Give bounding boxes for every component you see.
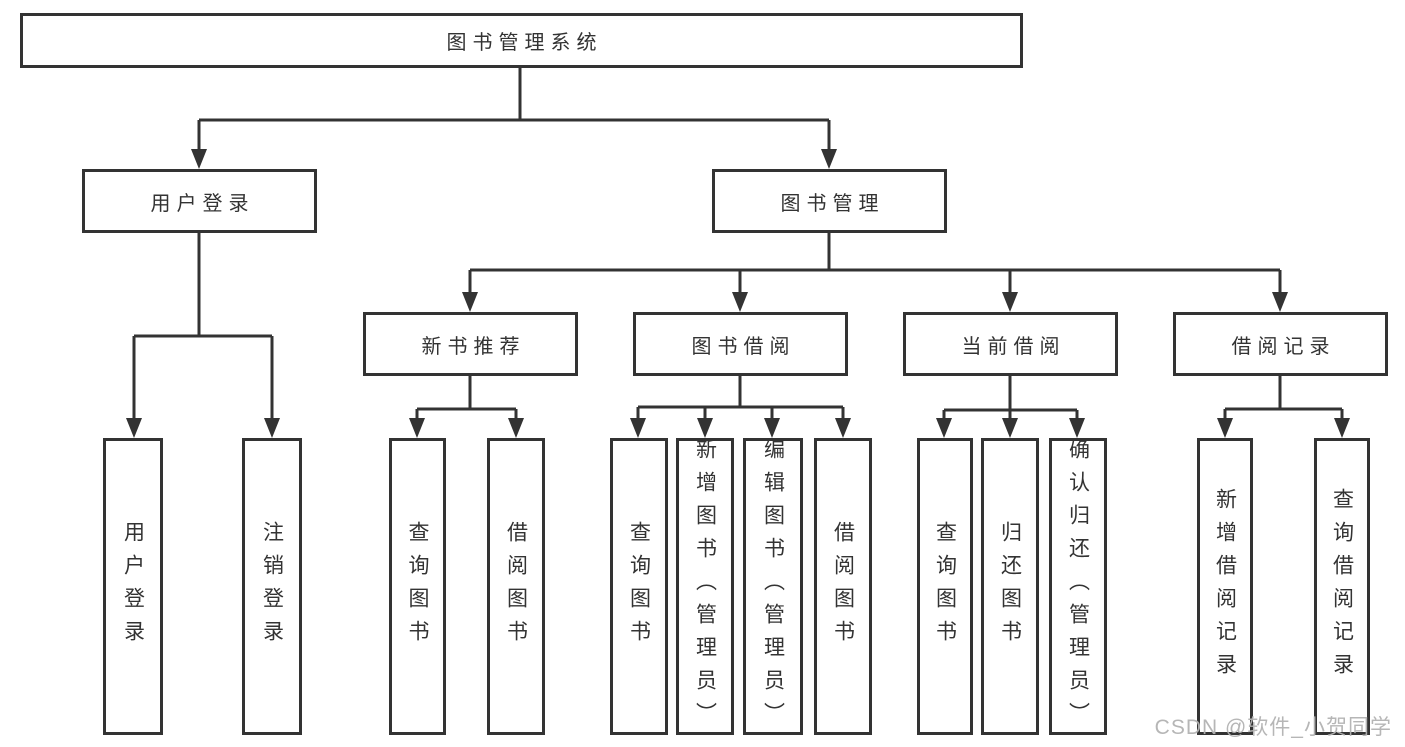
node-borrow-records-label: 借阅记录: [1231, 335, 1336, 358]
node-user-login-label: 用户登录: [150, 192, 255, 215]
node-new-book-recommend: 新书推荐: [363, 312, 578, 376]
node-current-borrow: 当前借阅: [903, 312, 1118, 376]
node-leaf-current-query-books-label: 查询图书: [933, 520, 957, 653]
node-leaf-add-borrow-record: 新增借阅记录: [1197, 438, 1253, 735]
node-leaf-add-books-admin-label: 新增图书（管理员）: [693, 438, 717, 735]
node-leaf-add-books-admin: 新增图书（管理员）: [676, 438, 734, 735]
node-book-borrow-label: 图书借阅: [691, 335, 796, 358]
node-leaf-return-books-label: 归还图书: [998, 520, 1022, 653]
node-leaf-borrow-books-label: 借阅图书: [831, 520, 855, 653]
node-leaf-edit-books-admin: 编辑图书（管理员）: [743, 438, 803, 735]
node-leaf-logout: 注销登录: [242, 438, 302, 735]
csdn-watermark: CSDN @软件_小贺同学: [1154, 716, 1392, 739]
node-book-borrow: 图书借阅: [633, 312, 848, 376]
node-leaf-recommend-borrow-books-label: 借阅图书: [504, 520, 528, 653]
node-borrow-records: 借阅记录: [1173, 312, 1388, 376]
node-leaf-edit-books-admin-label: 编辑图书（管理员）: [761, 438, 785, 735]
node-library-system: 图书管理系统: [20, 13, 1023, 68]
arrowheads: [126, 149, 1350, 438]
node-leaf-user-login-label: 用户登录: [121, 520, 145, 653]
node-leaf-logout-label: 注销登录: [260, 520, 284, 653]
node-new-book-recommend-label: 新书推荐: [421, 335, 526, 358]
node-leaf-query-borrow-record-label: 查询借阅记录: [1330, 487, 1354, 686]
node-leaf-confirm-return-admin-label: 确认归还（管理员）: [1066, 438, 1090, 735]
node-leaf-borrow-query-books: 查询图书: [610, 438, 668, 735]
node-leaf-current-query-books: 查询图书: [917, 438, 973, 735]
node-book-management: 图书管理: [712, 169, 947, 233]
node-user-login: 用户登录: [82, 169, 317, 233]
node-leaf-user-login: 用户登录: [103, 438, 163, 735]
node-leaf-recommend-borrow-books: 借阅图书: [487, 438, 545, 735]
node-leaf-query-borrow-record: 查询借阅记录: [1314, 438, 1370, 735]
node-library-system-label: 图书管理系统: [446, 32, 603, 54]
node-leaf-add-borrow-record-label: 新增借阅记录: [1213, 487, 1237, 686]
node-book-management-label: 图书管理: [780, 192, 885, 215]
node-leaf-recommend-query-books-label: 查询图书: [406, 520, 429, 653]
node-current-borrow-label: 当前借阅: [961, 335, 1066, 358]
node-leaf-return-books: 归还图书: [981, 438, 1039, 735]
node-leaf-confirm-return-admin: 确认归还（管理员）: [1049, 438, 1107, 735]
node-leaf-borrow-books: 借阅图书: [814, 438, 872, 735]
node-leaf-recommend-query-books: 查询图书: [389, 438, 446, 735]
node-leaf-borrow-query-books-label: 查询图书: [627, 520, 651, 653]
